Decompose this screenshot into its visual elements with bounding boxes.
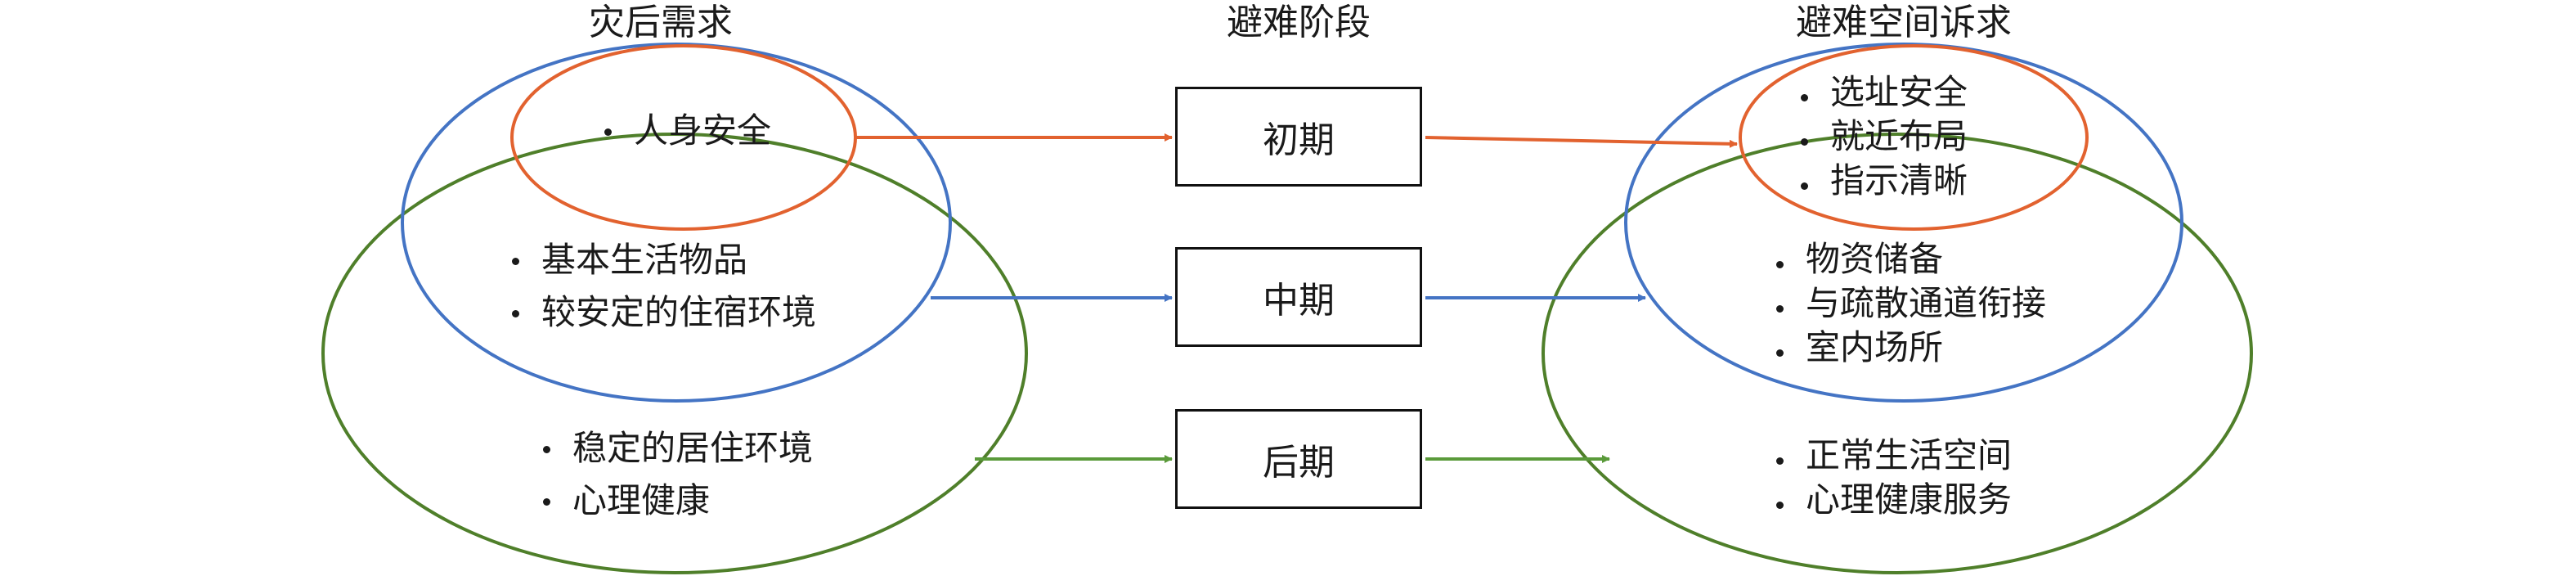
- demands-middle-list: 物资储备 与疏散通道衔接 室内场所: [1773, 237, 2046, 370]
- demands-heading: 避难空间诉求: [1796, 2, 2012, 43]
- demands-early-item: 选址安全: [1797, 70, 1968, 115]
- needs-middle-item: 基本生活物品: [509, 234, 816, 286]
- demands-middle-item: 物资储备: [1773, 237, 2046, 281]
- needs-heading: 灾后需求: [589, 2, 733, 43]
- needs-late-ellipse: [321, 133, 1028, 574]
- demands-early-list: 选址安全 就近布局 指示清晰: [1797, 70, 1968, 203]
- needs-middle-ellipse: [401, 43, 952, 403]
- demands-late-ellipse: [1542, 133, 2253, 574]
- arrow-early-to-demands: [1425, 136, 1738, 148]
- needs-late-item: 心理健康: [540, 475, 813, 527]
- demands-late-item: 心理健康服务: [1773, 478, 2012, 522]
- needs-early-item: 人身安全: [601, 105, 771, 157]
- demands-early-item: 指示清晰: [1797, 159, 1968, 203]
- needs-late-list: 稳定的居住环境 心理健康: [540, 422, 813, 527]
- needs-late-item: 稳定的居住环境: [540, 422, 813, 475]
- stages-heading: 避难阶段: [1227, 2, 1371, 43]
- demands-middle-ellipse: [1624, 43, 2183, 403]
- demands-middle-item: 室内场所: [1773, 326, 2046, 370]
- stage-box-late: 后期: [1175, 409, 1422, 509]
- demands-early-ellipse: [1739, 44, 2089, 231]
- demands-late-item: 正常生活空间: [1773, 434, 2012, 478]
- demands-late-list: 正常生活空间 心理健康服务: [1773, 434, 2012, 522]
- stage-box-middle: 中期: [1175, 247, 1422, 347]
- needs-early-list: 人身安全: [601, 105, 771, 157]
- needs-middle-item: 较安定的住宿环境: [509, 286, 816, 339]
- demands-middle-item: 与疏散通道衔接: [1773, 281, 2046, 326]
- demands-early-item: 就近布局: [1797, 115, 1968, 159]
- stage-box-early: 初期: [1175, 87, 1422, 187]
- needs-middle-list: 基本生活物品 较安定的住宿环境: [509, 234, 816, 339]
